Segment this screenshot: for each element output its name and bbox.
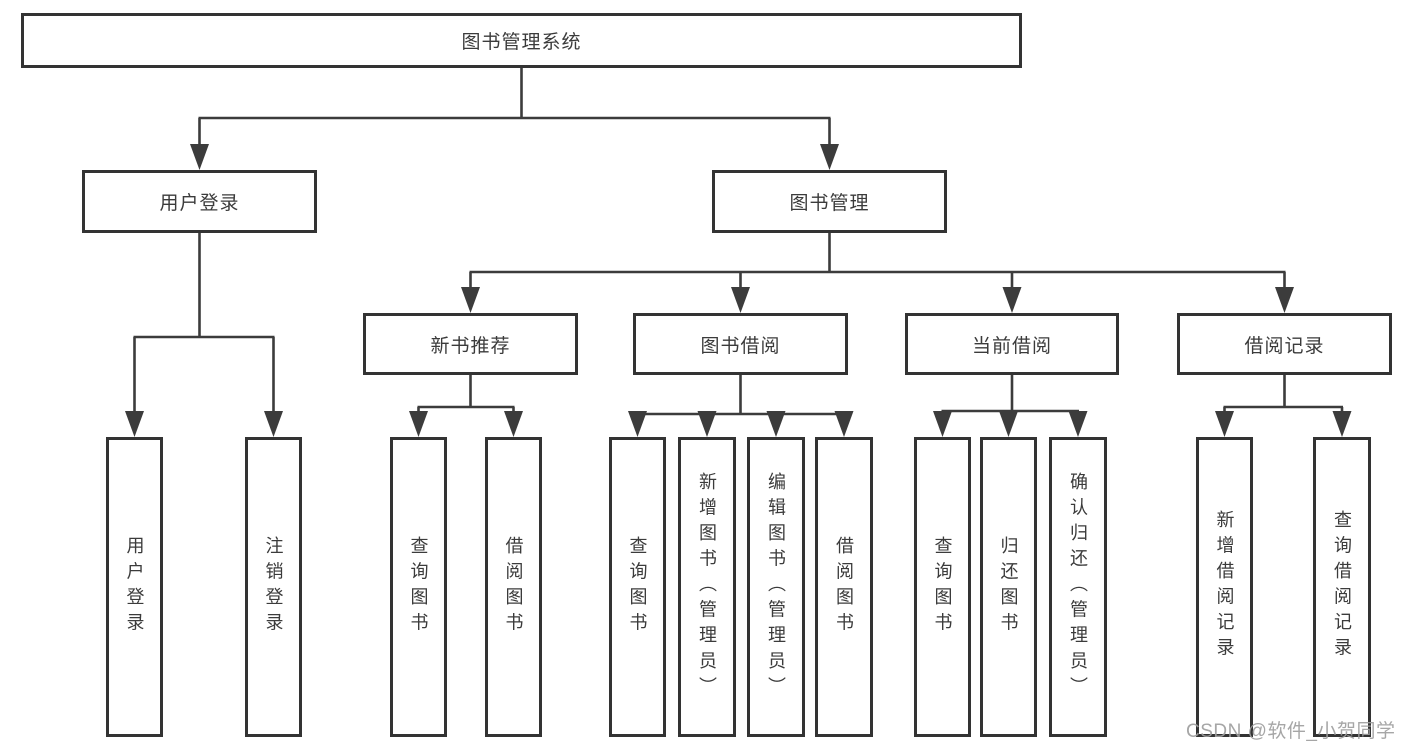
leaf-br-add-record: 新增借阅记录	[1196, 437, 1253, 737]
leaf-logout: 注销登录	[245, 437, 302, 737]
arrowhead	[409, 411, 428, 437]
leaf-cb-return-books: 归还图书	[980, 437, 1037, 737]
leaf-bb-add-books-admin-label: 新增图书（管理员）	[697, 471, 717, 703]
leaf-bb-edit-books-admin: 编辑图书（管理员）	[747, 437, 805, 737]
leaf-br-add-record-label: 新增借阅记录	[1214, 510, 1235, 664]
leaf-bb-edit-books-admin-label: 编辑图书（管理员）	[766, 471, 786, 703]
leaf-bb-query-books-label: 查询图书	[627, 535, 648, 639]
node-borrowing-records: 借阅记录	[1177, 313, 1392, 375]
leaf-bb-borrow-books: 借阅图书	[815, 437, 873, 737]
leaf-user-login: 用户登录	[106, 437, 163, 737]
arrowhead	[504, 411, 523, 437]
csdn-watermark: CSDN @软件_小贺同学	[1186, 721, 1396, 742]
arrowhead	[820, 144, 839, 170]
arrowhead	[1002, 287, 1022, 313]
leaf-cb-confirm-return-admin: 确认归还（管理员）	[1049, 437, 1107, 737]
leaf-bb-borrow-books-label: 借阅图书	[834, 535, 854, 639]
node-book-management: 图书管理	[712, 170, 947, 233]
arrowhead	[1275, 287, 1294, 313]
node-new-book-recommend: 新书推荐	[363, 313, 578, 375]
arrowhead	[461, 287, 480, 313]
arrowhead	[697, 411, 717, 437]
leaf-rec-borrow-books: 借阅图书	[485, 437, 542, 737]
edge-user-login-to-leaves	[133, 233, 275, 433]
leaf-cb-query-books: 查询图书	[914, 437, 971, 737]
node-user-login: 用户登录	[82, 170, 317, 233]
arrowhead	[628, 411, 647, 437]
leaf-cb-confirm-return-admin-label: 确认归还（管理员）	[1068, 471, 1088, 703]
leaf-rec-query-books: 查询图书	[390, 437, 447, 737]
edge-current-borrow-to-leaves	[941, 375, 1080, 433]
node-library-management-system: 图书管理系统	[21, 13, 1022, 68]
arrowhead	[190, 144, 209, 170]
leaf-cb-return-books-label: 归还图书	[998, 535, 1019, 639]
edge-new-book-rec-to-leaves	[417, 375, 515, 433]
arrowhead	[264, 411, 283, 437]
arrowhead	[766, 411, 786, 437]
leaf-br-query-record: 查询借阅记录	[1313, 437, 1371, 737]
arrowhead	[999, 411, 1018, 437]
leaf-user-login-label: 用户登录	[124, 535, 145, 639]
arrowhead	[1332, 411, 1352, 437]
leaf-bb-add-books-admin: 新增图书（管理员）	[678, 437, 736, 737]
leaf-rec-borrow-books-label: 借阅图书	[503, 535, 524, 639]
node-book-borrowing: 图书借阅	[633, 313, 848, 375]
leaf-logout-label: 注销登录	[263, 535, 284, 639]
node-current-borrowing: 当前借阅	[905, 313, 1119, 375]
edge-borrow-records-to-leaves	[1223, 375, 1344, 433]
leaf-bb-query-books: 查询图书	[609, 437, 666, 737]
arrowhead	[731, 287, 750, 313]
edge-book-borrow-to-leaves	[636, 375, 846, 433]
edge-book-mgmt-to-level3	[469, 233, 1286, 309]
arrowhead	[1068, 411, 1088, 437]
arrowhead	[125, 411, 144, 437]
leaf-cb-query-books-label: 查询图书	[932, 535, 953, 639]
leaf-br-query-record-label: 查询借阅记录	[1332, 510, 1352, 664]
edge-root-to-level2	[198, 68, 831, 166]
leaf-rec-query-books-label: 查询图书	[408, 535, 429, 639]
arrowhead	[834, 411, 854, 437]
arrowhead	[933, 411, 952, 437]
arrowhead	[1215, 411, 1234, 437]
